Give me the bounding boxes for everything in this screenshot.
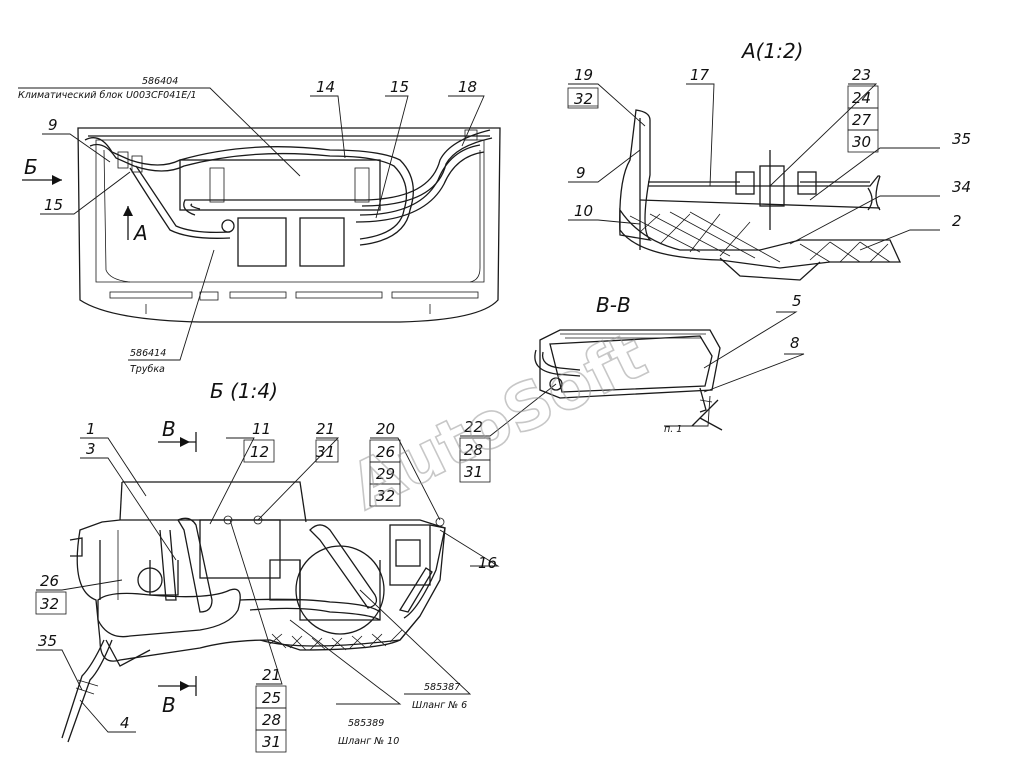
callout-8: 8	[790, 334, 800, 352]
view-v-v	[534, 329, 721, 413]
callout-11: 11	[252, 420, 271, 438]
view-v-title: В-В	[596, 293, 631, 317]
arrow-a-label: A	[132, 221, 148, 245]
callout-18: 18	[458, 78, 477, 96]
callout-22: 22	[464, 418, 483, 436]
callout-5: 5	[792, 292, 802, 310]
callout-3: 3	[86, 440, 96, 458]
labels: A(1:2) Б (1:4) В-В 586404 Климатический …	[18, 39, 971, 751]
callout-15: 15	[390, 78, 409, 96]
callout-32: 32	[40, 595, 59, 613]
plan-view	[77, 127, 501, 323]
callout-31: 31	[316, 443, 335, 461]
note-hose6-code: 585387	[424, 682, 460, 693]
callout-26: 26	[40, 572, 59, 590]
direction-arrows	[22, 175, 723, 696]
callout-21: 21	[316, 420, 335, 438]
view-b-title: Б (1:4)	[210, 379, 278, 403]
callout-9: 9	[48, 116, 58, 134]
arrow-v-top-label: В	[162, 417, 176, 441]
view-b	[61, 481, 446, 743]
callout-17: 17	[690, 66, 710, 84]
arrow-b-label: Б	[24, 155, 38, 179]
callout-26: 26	[376, 443, 395, 461]
callout-34: 34	[952, 178, 971, 196]
note-hose10-code: 585389	[348, 718, 384, 729]
callout-2: 2	[952, 212, 962, 230]
callout-12: 12	[250, 443, 269, 461]
callout-20: 20	[376, 420, 395, 438]
callout-9: 9	[576, 164, 586, 182]
callout-35: 35	[952, 130, 971, 148]
callout-15: 15	[44, 196, 63, 214]
note-trubka-code: 586414	[130, 348, 166, 359]
note-hose10-name: Шланг № 10	[338, 736, 399, 747]
callout-4: 4	[120, 714, 130, 732]
callout-25: 25	[262, 689, 281, 707]
callout-19: 19	[574, 66, 593, 84]
note-klimat-name: Климатический блок U003CF041E/1	[18, 90, 197, 101]
callout-31: 31	[262, 733, 281, 751]
callout-10: 10	[574, 202, 593, 220]
callout-28: 28	[464, 441, 483, 459]
callout-32: 32	[574, 90, 593, 108]
view-a	[619, 109, 902, 281]
callout-16: 16	[478, 554, 497, 572]
callout-30: 30	[852, 133, 871, 151]
note-p1: п. 1	[664, 424, 682, 435]
note-trubka-name: Трубка	[130, 364, 165, 375]
callout-35: 35	[38, 632, 57, 650]
callout-14: 14	[316, 78, 335, 96]
callout-24: 24	[852, 89, 871, 107]
callout-frames	[35, 85, 879, 753]
callout-27: 27	[852, 111, 872, 129]
callout-28: 28	[262, 711, 281, 729]
note-klimat-code: 586404	[142, 76, 178, 87]
arrow-v-bottom-label: В	[162, 693, 176, 717]
callout-32: 32	[376, 487, 395, 505]
callout-23: 23	[852, 66, 871, 84]
callout-31: 31	[464, 463, 483, 481]
callout-1: 1	[86, 420, 96, 438]
callout-21: 21	[262, 666, 281, 684]
view-a-title: A(1:2)	[740, 39, 803, 63]
leader-lines	[18, 83, 940, 733]
callout-29: 29	[376, 465, 395, 483]
note-hose6-name: Шланг № 6	[412, 700, 467, 711]
